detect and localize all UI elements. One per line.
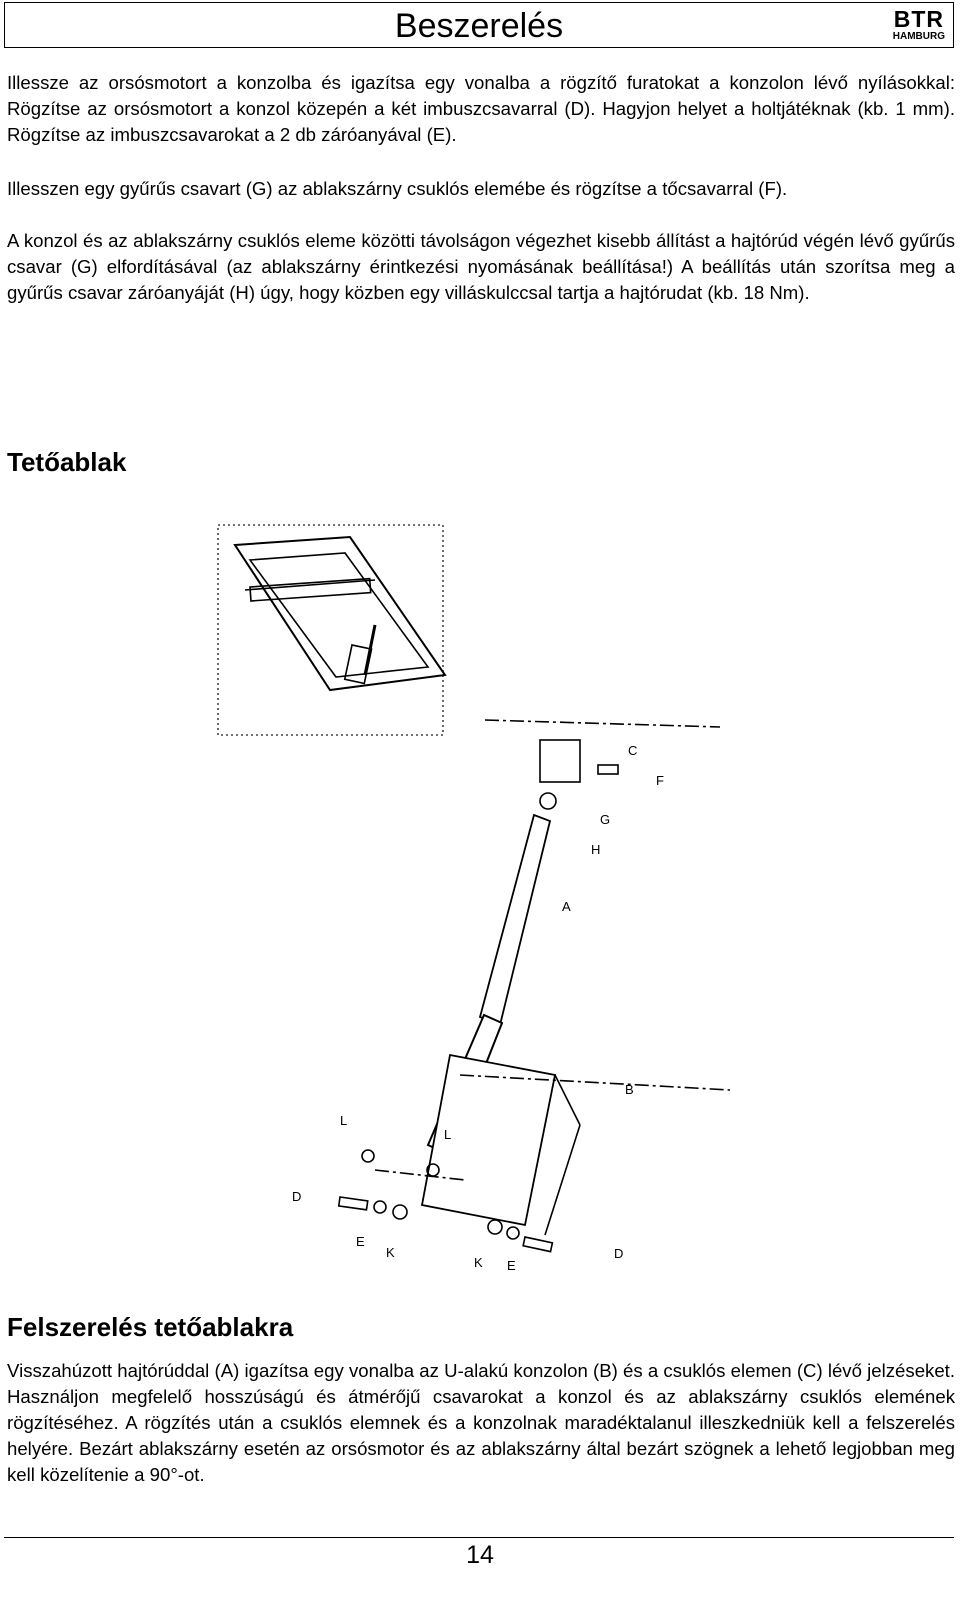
label-b: B [625,1082,634,1097]
hinge-bracket-c [539,739,581,783]
ring-screw-g [539,792,557,810]
overview-actuator [363,624,377,676]
installation-diagram: C F G H A B L L D E K K E D [217,524,731,1273]
label-h: H [591,842,600,857]
label-g: G [600,812,610,827]
paragraph-3: A konzol és az ablakszárny csuklós eleme… [7,230,955,303]
label-d-1: D [292,1189,301,1204]
lock-nut-e-left [373,1200,387,1214]
washer-k-right [487,1219,503,1235]
u-bracket-edge [554,1074,581,1126]
drive-rod-a [478,813,552,1027]
paragraph-2: Illesszen egy gyűrűs csavart (G) az abla… [7,178,788,199]
label-a: A [562,899,571,914]
sash-line [459,1074,731,1091]
label-d-2: D [614,1246,623,1261]
label-l-2: L [444,1127,451,1142]
u-bracket-b [420,1053,557,1227]
roof-window-frame [233,535,447,692]
label-l-1: L [340,1113,347,1128]
label-f: F [656,773,664,788]
window-rail [249,577,372,602]
sash-line-2 [374,1169,466,1181]
washer-k-left [392,1204,408,1220]
nut-left [361,1149,375,1163]
label-e-2: E [507,1258,516,1273]
page-title: Beszerelés [394,7,564,45]
section-heading-felszereles: Felszerelés tetőablakra [7,1312,294,1342]
hex-screw-d-left [337,1196,369,1211]
roof-window-sash [248,552,430,678]
page-number: 14 [466,1541,494,1569]
stud-screw-f [597,764,619,775]
label-k-2: K [474,1255,483,1270]
logo-main-text: BTR [893,6,945,32]
label-k-1: K [386,1245,395,1260]
logo-sub-text: HAMBURG [892,31,945,42]
paragraph-1: Illessze az orsósmotort a konzolba és ig… [7,72,955,145]
section-heading-tetoablak: Tetőablak [7,447,127,477]
frame-edge-line [484,719,721,728]
overview-actuator-body [343,644,373,685]
lock-nut-e-right [506,1226,520,1240]
page-header: Beszerelés BTR HAMBURG [4,2,954,48]
nut-right [426,1163,440,1177]
btr-logo: BTR HAMBURG [893,7,945,42]
paragraph-4: Visszahúzott hajtórúddal (A) igazítsa eg… [7,1360,955,1485]
window-crossbar [244,579,376,591]
roof-hatching [217,524,444,736]
hex-screw-d-right [522,1236,554,1253]
label-c: C [628,743,637,758]
footer-divider [4,1537,954,1538]
label-e-1: E [356,1234,365,1249]
u-bracket-edge-2 [544,1124,581,1236]
